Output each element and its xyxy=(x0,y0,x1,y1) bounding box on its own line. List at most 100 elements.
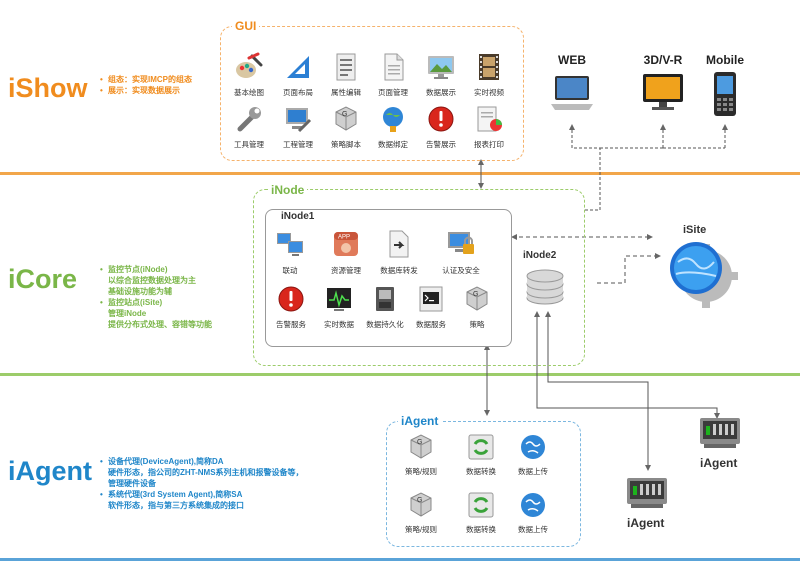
iagent-bullet: 硬件形态，指公司的ZHT-NMS系列主机和报警设备等， xyxy=(108,468,304,477)
iagent-box xyxy=(386,421,581,547)
linked-computers-icon[interactable] xyxy=(275,229,305,259)
paint-tools-icon[interactable] xyxy=(234,52,264,82)
secure-monitor-icon[interactable] xyxy=(446,229,476,259)
document-list-icon[interactable] xyxy=(331,52,361,82)
gui-item-label: 页面布局 xyxy=(283,88,313,97)
iagent-item-label: 策略/规则 xyxy=(404,525,438,534)
gui-item-label: 数据展示 xyxy=(426,88,456,97)
inode2-label: iNode2 xyxy=(523,250,557,261)
inode1-item-label: 资源管理 xyxy=(331,266,361,275)
device-agent-label: iAgent xyxy=(700,456,738,470)
gui-item-label: 实时视频 xyxy=(474,88,504,97)
isite-label: iSite xyxy=(683,224,707,236)
client-mobile-label: Mobile xyxy=(706,53,744,67)
page-icon[interactable] xyxy=(378,52,408,82)
server-stack-icon[interactable] xyxy=(522,264,568,310)
script-key-icon[interactable]: G xyxy=(406,432,436,462)
globe-icon[interactable] xyxy=(518,490,548,520)
tv-icon[interactable] xyxy=(640,70,686,116)
iagent-item-label: 数据上传 xyxy=(518,525,548,534)
gui-item-label: 工程管理 xyxy=(283,140,313,149)
film-icon[interactable] xyxy=(474,52,504,82)
ishow-divider xyxy=(0,172,800,175)
transform-icon[interactable] xyxy=(466,490,496,520)
iagent-bullet: 系统代理(3rd System Agent),简称SA xyxy=(100,489,304,500)
iagent-label: iAgent xyxy=(398,414,442,428)
alarm-icon[interactable] xyxy=(426,104,456,134)
iagent-item-label: 数据上传 xyxy=(518,467,548,476)
inode1-panel xyxy=(265,209,512,347)
icore-bullet: 以综合监控数据处理为主 xyxy=(108,276,196,285)
icore-bullets: 监控节点(iNode) 以综合监控数据处理为主 基础设施功能为辅 监控站点(iS… xyxy=(100,264,212,330)
ishow-title: iShow xyxy=(8,73,88,103)
inode1-item-label: 告警服务 xyxy=(276,320,306,329)
gui-item-label: 策略脚本 xyxy=(331,140,361,149)
svg-text:G: G xyxy=(417,497,422,504)
globe-icon[interactable] xyxy=(518,432,548,462)
iagent-item-label: 策略/规则 xyxy=(404,467,438,476)
gui-item-label: 页面管理 xyxy=(378,88,408,97)
inode1-item-label: 认证及安全 xyxy=(442,266,480,275)
gui-item-label: 数据绑定 xyxy=(378,140,408,149)
inode1-item-label: 实时数据 xyxy=(324,320,354,329)
script-key-icon[interactable]: G xyxy=(331,104,361,134)
mobile-phone-icon[interactable] xyxy=(709,70,741,118)
device-agent-icon[interactable] xyxy=(625,472,669,512)
iagent-divider xyxy=(0,558,800,561)
gui-item-label: 属性编辑 xyxy=(331,88,361,97)
app-icon[interactable]: APP xyxy=(331,229,361,259)
iagent-bullets: 设备代理(DeviceAgent),简称DA 硬件形态，指公司的ZHT-NMS系… xyxy=(100,456,304,511)
svg-text:G: G xyxy=(473,291,478,298)
alarm-icon[interactable] xyxy=(276,284,306,314)
gui-box xyxy=(220,26,524,161)
icore-bullet: 提供分布式处理、容错等功能 xyxy=(108,320,212,329)
icore-divider xyxy=(0,373,800,376)
computer-wrench-icon[interactable] xyxy=(283,104,313,134)
disk-icon[interactable] xyxy=(370,284,400,314)
wrench-icon[interactable] xyxy=(234,104,264,134)
icore-bullet: 监控站点(iSite) xyxy=(100,297,212,308)
inode-label: iNode xyxy=(268,183,308,197)
monitor-picture-icon[interactable] xyxy=(426,52,456,82)
iagent-item-label: 数据转换 xyxy=(466,525,496,534)
inode1-item-label: 数据持久化 xyxy=(366,320,404,329)
client-web-label: WEB xyxy=(558,53,586,67)
realtime-chart-icon[interactable] xyxy=(324,284,354,314)
document-arrow-icon[interactable] xyxy=(384,229,414,259)
iagent-item-label: 数据转换 xyxy=(466,467,496,476)
gui-item-label: 工具管理 xyxy=(234,140,264,149)
report-icon[interactable] xyxy=(474,104,504,134)
iagent-bullet: 软件形态，指与第三方系统集成的接口 xyxy=(108,501,244,510)
iagent-bullet: 设备代理(DeviceAgent),简称DA xyxy=(100,456,304,467)
gui-item-label: 报表打印 xyxy=(474,140,504,149)
device-agent-icon[interactable] xyxy=(698,412,742,452)
icore-bullet: 基础设施功能为辅 xyxy=(108,287,172,296)
inode1-item-label: 数据服务 xyxy=(416,320,446,329)
gui-item-label: 告警展示 xyxy=(426,140,456,149)
icore-bullet: 监控节点(iNode) xyxy=(100,264,212,275)
laptop-icon[interactable] xyxy=(549,70,595,116)
iagent-bullet: 管理硬件设备 xyxy=(108,479,156,488)
script-key-icon[interactable]: G xyxy=(406,490,436,520)
ishow-bullet: 组态：实现IMCP的组态 xyxy=(100,74,192,85)
svg-text:APP: APP xyxy=(338,235,350,241)
ishow-bullet: 展示：实现数据展示 xyxy=(100,85,192,96)
client-3dvr-label: 3D/V-R xyxy=(643,53,683,67)
gui-label: GUI xyxy=(232,19,260,33)
inode1-item-label: 数据库转发 xyxy=(380,266,418,275)
device-agent-label: iAgent xyxy=(627,516,665,530)
gui-item-label: 基本绘图 xyxy=(234,88,264,97)
icore-bullet: 管理iNode xyxy=(108,309,147,318)
triangle-ruler-icon[interactable] xyxy=(283,52,313,82)
ishow-bullets: 组态：实现IMCP的组态 展示：实现数据展示 xyxy=(100,74,192,96)
inode1-item-label: 策略 xyxy=(469,320,485,329)
globe-gear-icon[interactable] xyxy=(378,104,408,134)
svg-text:G: G xyxy=(342,111,347,118)
inode1-label: iNode1 xyxy=(281,211,315,222)
transform-icon[interactable] xyxy=(466,432,496,462)
svg-text:G: G xyxy=(417,439,422,446)
terminal-icon[interactable] xyxy=(416,284,446,314)
globe-gear-icon[interactable] xyxy=(660,236,738,308)
script-key-icon[interactable]: G xyxy=(462,284,492,314)
